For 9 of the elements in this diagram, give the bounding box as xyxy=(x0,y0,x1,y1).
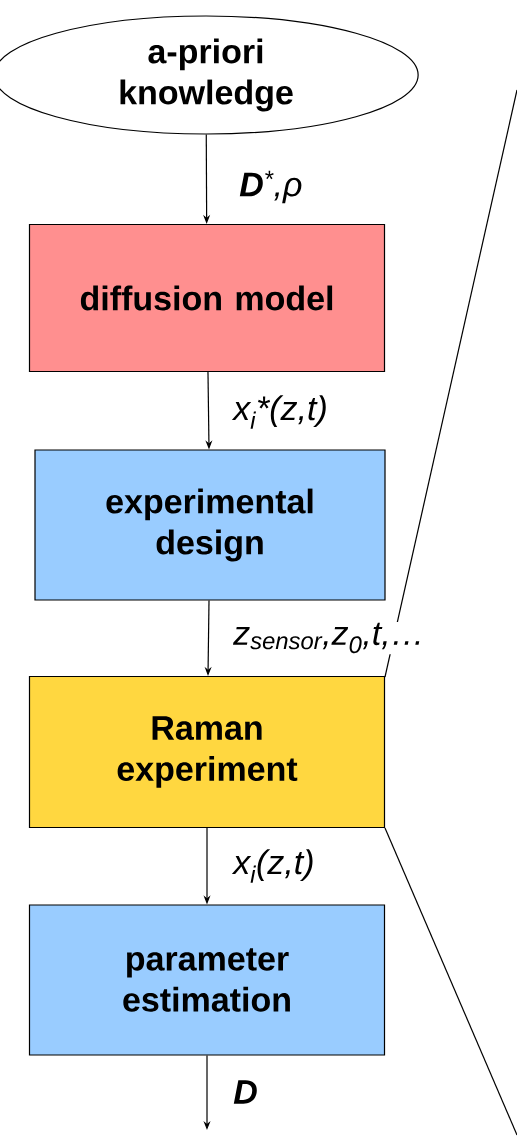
edge-label: x$_{i}$*(z,t) xyxy=(231,394,329,430)
process-box: Raman experiment xyxy=(28,675,386,829)
edge-label: z$_{sensor}$,z$_{0}$,t,… xyxy=(232,621,426,655)
process-box: diffusion model xyxy=(28,223,386,373)
edge-label: x$_{i}$(z,t) xyxy=(231,848,316,884)
process-box: experimental design xyxy=(34,449,386,601)
edge-label: D$^{*}$,ρ xyxy=(238,169,304,205)
edge-label: D xyxy=(232,1079,259,1105)
process-box: parameter estimation xyxy=(28,904,386,1056)
